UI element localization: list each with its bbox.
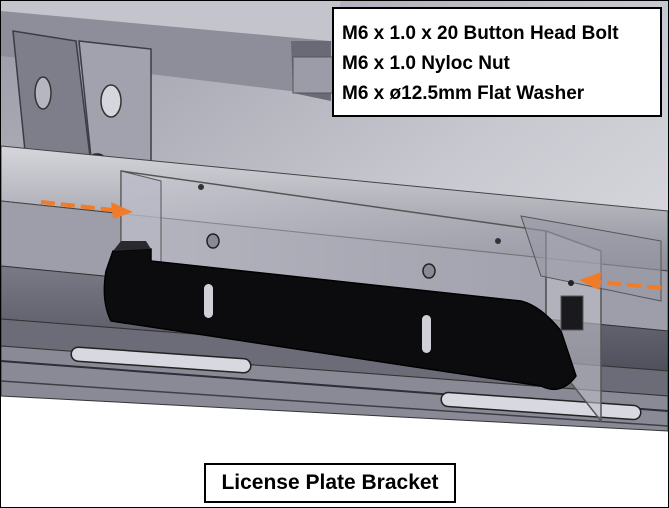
upper-frame-tube [1,1,341,101]
hardware-item-nut: M6 x 1.0 Nyloc Nut [342,53,510,74]
right-arrow-shaft [598,280,662,290]
hardware-item-washer: M6 x ø12.5mm Flat Washer [342,83,585,104]
left-arrow-head [111,202,133,219]
hardware-list-callout: M6 x 1.0 x 20 Button Head Bolt M6 x 1.0 … [332,7,662,117]
part-label-box: License Plate Bracket [204,463,456,503]
white-floor-area [1,396,668,507]
license-plate-bracket [103,241,584,391]
part-label: License Plate Bracket [221,471,439,494]
bolt-direction-arrows [40,200,662,290]
left-arrow-shaft [40,200,114,212]
lower-rail-slots [70,346,642,421]
hardware-item-bolt: M6 x 1.0 x 20 Button Head Bolt [342,23,619,44]
right-arrow-head [579,272,601,290]
